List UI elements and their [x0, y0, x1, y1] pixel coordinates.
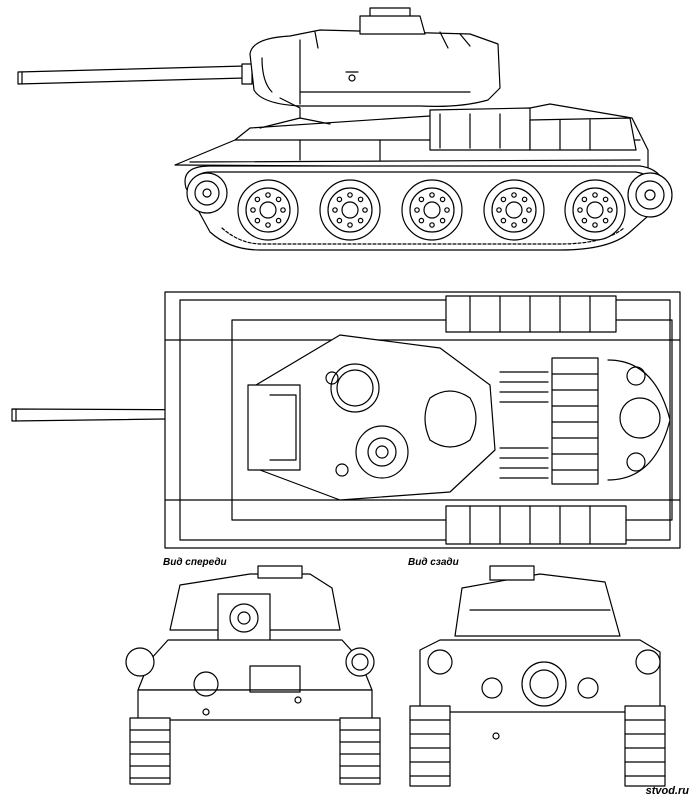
side-gun-barrel	[18, 64, 252, 84]
road-wheel-bolt	[255, 218, 259, 222]
road-wheel-ring	[328, 188, 372, 232]
road-wheel-bolt	[276, 197, 280, 201]
road-wheel-bolt	[501, 197, 505, 201]
front-tracks	[130, 718, 380, 784]
road-wheel-ring	[410, 188, 454, 232]
road-wheel-bolt	[430, 223, 434, 227]
road-wheel-ring	[573, 188, 617, 232]
top-turret	[248, 335, 495, 500]
road-wheel-bolt	[281, 208, 285, 212]
road-wheel-bolt	[358, 197, 362, 201]
top-rear-hatch	[608, 360, 670, 480]
road-wheel-bolt	[430, 193, 434, 197]
road-wheel-bolt	[348, 193, 352, 197]
side-view	[18, 8, 672, 250]
road-wheel-bolt	[578, 208, 582, 212]
road-wheel-ring	[587, 202, 603, 218]
road-wheel-bolt	[440, 197, 444, 201]
side-turret	[250, 8, 500, 118]
road-wheel-ring	[320, 180, 380, 240]
road-wheel-bolt	[527, 208, 531, 212]
road-wheel-bolt	[593, 223, 597, 227]
road-wheel-bolt	[512, 223, 516, 227]
road-wheel-bolt	[582, 218, 586, 222]
road-wheel-ring	[246, 188, 290, 232]
road-wheel-bolt	[358, 218, 362, 222]
road-wheel-ring	[402, 180, 462, 240]
road-wheel-ring	[424, 202, 440, 218]
rear-view	[410, 566, 665, 786]
rear-hull	[420, 640, 660, 739]
road-wheel-bolt	[501, 218, 505, 222]
side-idler-wheel	[187, 173, 227, 213]
side-drive-sprocket	[628, 173, 672, 217]
road-wheel-ring	[260, 202, 276, 218]
side-hull	[175, 104, 648, 168]
top-view	[12, 292, 680, 548]
road-wheel-bolt	[445, 208, 449, 212]
road-wheel-bolt	[333, 208, 337, 212]
rear-view-label: Вид сзади	[408, 557, 459, 568]
road-wheel-bolt	[251, 208, 255, 212]
road-wheel-bolt	[337, 197, 341, 201]
road-wheel-ring	[492, 188, 536, 232]
side-road-wheels	[238, 180, 625, 240]
road-wheel-bolt	[603, 197, 607, 201]
road-wheel-bolt	[603, 218, 607, 222]
top-engine-grille	[500, 358, 598, 484]
road-wheel-bolt	[266, 223, 270, 227]
road-wheel-bolt	[608, 208, 612, 212]
road-wheel-bolt	[348, 223, 352, 227]
road-wheel-bolt	[419, 218, 423, 222]
road-wheel-ring	[342, 202, 358, 218]
road-wheel-bolt	[266, 193, 270, 197]
road-wheel-ring	[484, 180, 544, 240]
road-wheel-bolt	[419, 197, 423, 201]
road-wheel-ring	[565, 180, 625, 240]
road-wheel-bolt	[512, 193, 516, 197]
road-wheel-bolt	[276, 218, 280, 222]
front-turret	[170, 566, 340, 646]
road-wheel-bolt	[415, 208, 419, 212]
road-wheel-ring	[238, 180, 298, 240]
front-view	[126, 566, 380, 784]
road-wheel-bolt	[582, 197, 586, 201]
road-wheel-bolt	[593, 193, 597, 197]
rear-tracks	[410, 706, 665, 786]
road-wheel-bolt	[363, 208, 367, 212]
front-hull	[138, 640, 372, 720]
road-wheel-bolt	[522, 197, 526, 201]
road-wheel-bolt	[497, 208, 501, 212]
road-wheel-ring	[506, 202, 522, 218]
road-wheel-bolt	[522, 218, 526, 222]
rear-turret	[455, 566, 620, 636]
road-wheel-bolt	[440, 218, 444, 222]
front-headlights	[126, 648, 374, 676]
road-wheel-bolt	[337, 218, 341, 222]
road-wheel-bolt	[255, 197, 259, 201]
front-view-label: Вид спереди	[163, 557, 227, 568]
watermark-text: stvod.ru	[645, 785, 689, 797]
